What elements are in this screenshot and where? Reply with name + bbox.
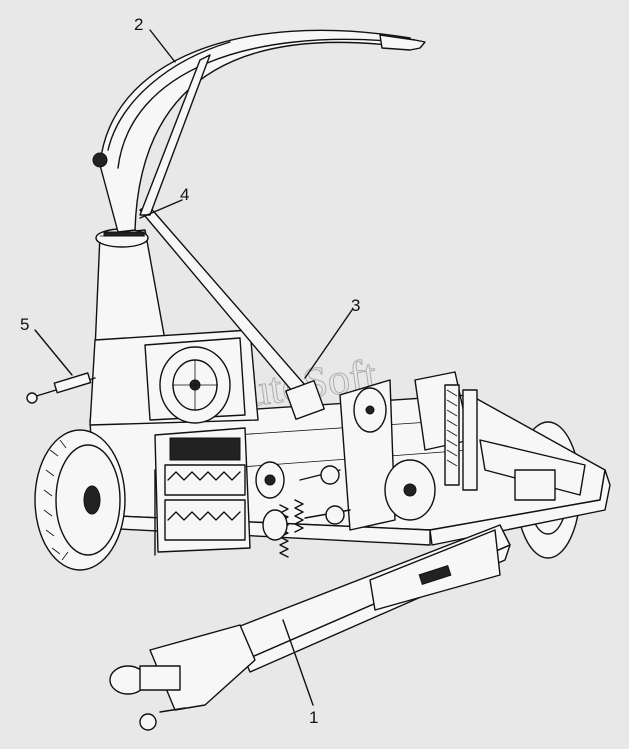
hydraulic-cylinder <box>26 372 96 404</box>
support-strut <box>139 54 325 420</box>
callout-2: 2 <box>134 15 143 34</box>
fan-housing <box>89 329 259 426</box>
cutter-drum <box>154 427 251 556</box>
callout-3: 3 <box>351 296 360 315</box>
discharge-tower <box>94 228 166 351</box>
leader-3 <box>304 309 353 379</box>
leader-lines <box>34 29 353 706</box>
spout <box>92 29 426 233</box>
callout-4: 4 <box>180 185 189 204</box>
spring-assembly <box>255 461 304 558</box>
leader-2 <box>149 29 176 63</box>
gearbox <box>299 371 478 531</box>
leader-1 <box>282 619 314 706</box>
drawbar <box>109 524 511 731</box>
callout-1: 1 <box>309 708 318 727</box>
leader-4 <box>139 199 183 219</box>
left-wheel <box>34 429 126 571</box>
leader-5 <box>34 329 73 376</box>
callout-5: 5 <box>20 315 29 334</box>
